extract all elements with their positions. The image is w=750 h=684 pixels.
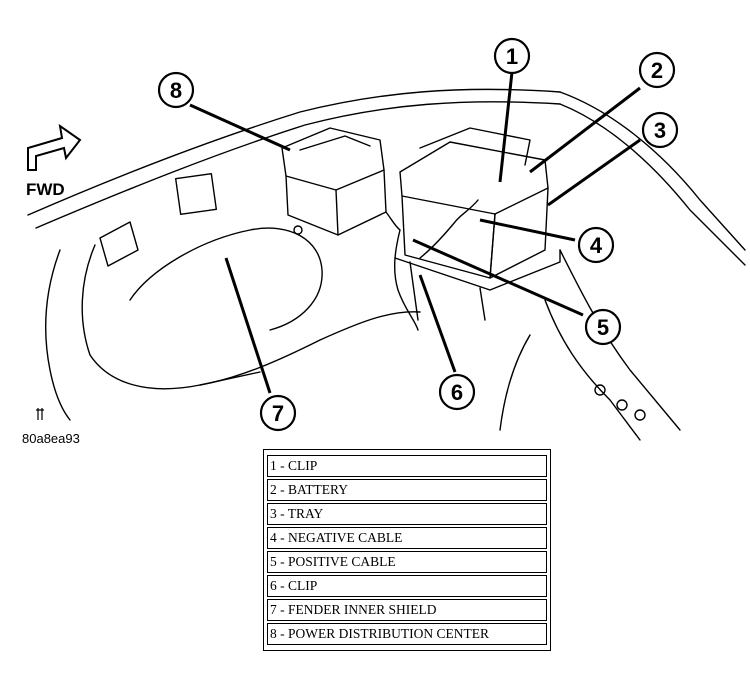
- hole-4: [293, 225, 303, 235]
- leader-5: [412, 238, 584, 317]
- wheel-well-inner: [81, 244, 261, 390]
- cable-to-pdc: [385, 211, 401, 231]
- callout-6-circle: [438, 373, 476, 411]
- leader-3: [547, 138, 641, 207]
- hood-rail-right-inner: [559, 103, 746, 266]
- callout-5-number: 5: [597, 315, 609, 340]
- right-apron: [559, 249, 681, 431]
- battery-top: [399, 141, 549, 215]
- fender-top-line: [27, 88, 561, 216]
- callout-2-circle: [638, 51, 676, 89]
- callout-8-number: 8: [170, 78, 182, 103]
- hole-3: [634, 409, 646, 421]
- harness-lower: [499, 334, 531, 431]
- battery-tray: [394, 249, 561, 291]
- legend-row-7: 7 - FENDER INNER SHIELD: [267, 599, 547, 621]
- leader-7: [224, 257, 272, 394]
- legend-table: 1 - CLIP 2 - BATTERY 3 - TRAY 4 - NEGATI…: [263, 449, 551, 651]
- inner-shield-lower: [199, 311, 421, 386]
- right-apron-inner: [544, 299, 641, 441]
- legend-row-2: 2 - BATTERY: [267, 479, 547, 501]
- callout-1-number: 1: [506, 44, 518, 69]
- legend-row-4: 4 - NEGATIVE CABLE: [267, 527, 547, 549]
- hole-1: [594, 384, 606, 396]
- inner-shield-outline: [129, 227, 323, 331]
- fwd-arrow-icon: [27, 123, 82, 171]
- vent-grille: [99, 221, 139, 267]
- hole-2: [616, 399, 628, 411]
- pdc-top-detail: [299, 135, 371, 151]
- fwd-label: FWD: [26, 180, 65, 199]
- leader-6: [418, 274, 457, 373]
- wheel-well-front: [45, 249, 71, 421]
- fender-top-line-inner: [35, 101, 561, 229]
- image-code: 80a8ea93: [22, 431, 80, 446]
- legend-row-3: 3 - TRAY: [267, 503, 547, 525]
- tray-bracket: [409, 261, 486, 321]
- leader-2: [529, 86, 641, 174]
- legend-row-8: 8 - POWER DISTRIBUTION CENTER: [267, 623, 547, 645]
- callout-4-number: 4: [590, 233, 603, 258]
- leader-8: [189, 103, 291, 152]
- legend-row-6: 6 - CLIP: [267, 575, 547, 597]
- negative-cable: [419, 199, 479, 259]
- leader-1: [498, 71, 514, 183]
- legend-row-5: 5 - POSITIVE CABLE: [267, 551, 547, 573]
- callout-7-number: 7: [272, 401, 284, 426]
- callout-4-circle: [577, 226, 615, 264]
- pdc-edge: [335, 189, 339, 236]
- callout-3-number: 3: [654, 118, 666, 143]
- pdc-lid: [281, 127, 385, 191]
- callout-5-circle: [584, 308, 622, 346]
- legend-row-1: 1 - CLIP: [267, 455, 547, 477]
- engine-bay-diagram: FWD 1 2 3 4 5 6 7 8 80a8ea93: [22, 37, 746, 446]
- callout-3-circle: [641, 111, 679, 149]
- callout-1-circle: [493, 37, 531, 75]
- hood-rail-right: [559, 91, 746, 251]
- vent-1: [174, 172, 218, 216]
- callout-2-number: 2: [651, 58, 663, 83]
- battery-hold-down: [419, 127, 531, 166]
- leader-4: [479, 218, 576, 242]
- callout-7-circle: [259, 394, 297, 432]
- positive-cable: [393, 229, 419, 331]
- callout-6-number: 6: [451, 380, 463, 405]
- battery-end: [489, 187, 549, 279]
- code-mark-icon: [36, 408, 44, 420]
- callout-8-circle: [157, 71, 195, 109]
